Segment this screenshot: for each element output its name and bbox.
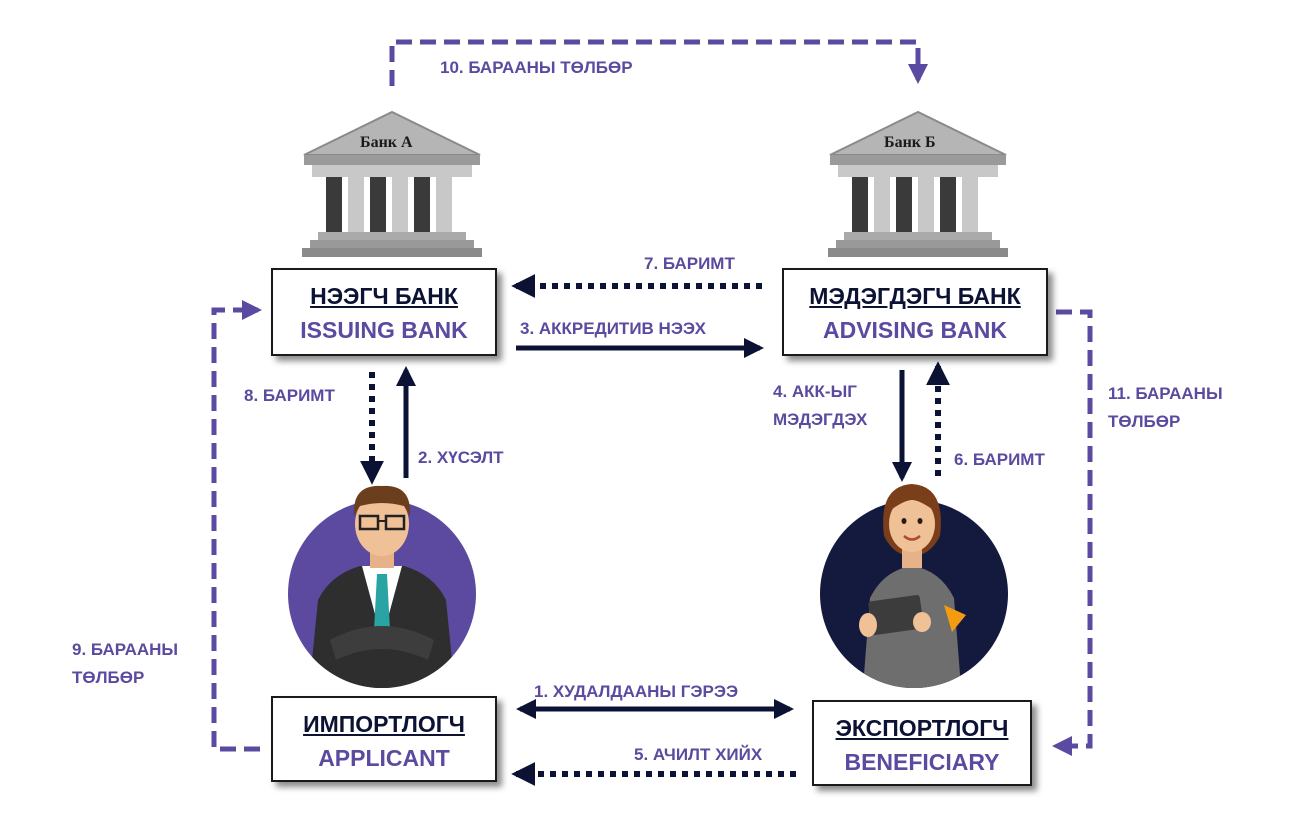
arrow-10-payment — [389, 39, 928, 86]
step-7-label: 7. БАРИМТ — [644, 254, 735, 273]
bank-b-sign: Банк Б — [884, 134, 936, 151]
step-6-label: 6. БАРИМТ — [954, 450, 1045, 469]
step-9-label-line2: ТӨЛБӨР — [72, 668, 145, 687]
applicant-mn-label: ИМПОРТЛОГЧ — [303, 711, 465, 737]
step-11-label-line2: ТӨЛБӨР — [1108, 412, 1181, 431]
step-5-label: 5. АЧИЛТ ХИЙХ — [634, 745, 763, 764]
beneficiary-en-label: BENEFICIARY — [844, 749, 1000, 775]
step-4-label-line1: 4. АКК-ЫГ — [773, 382, 857, 401]
step-4-label-line2: МЭДЭГДЭХ — [773, 410, 868, 429]
bank-b-building-icon — [828, 110, 1008, 257]
step-2-label: 2. ХҮСЭЛТ — [418, 448, 504, 467]
applicant-box: ИМПОРТЛОГЧ APPLICANT — [271, 696, 497, 782]
step-3-label: 3. АККРЕДИТИВ НЭЭХ — [520, 319, 706, 338]
advising-bank-box: МЭДЭГДЭГЧ БАНК ADVISING BANK — [782, 268, 1048, 356]
exporter-woman-avatar — [820, 484, 1008, 688]
beneficiary-box: ЭКСПОРТЛОГЧ BENEFICIARY — [812, 700, 1032, 786]
step-9-label-line1: 9. БАРААНЫ — [72, 640, 179, 659]
step-11-label-line1: 11. БАРААНЫ — [1108, 384, 1223, 403]
issuing-bank-en-label: ISSUING BANK — [300, 317, 468, 343]
step-1-label: 1. ХУДАЛДААНЫ ГЭРЭЭ — [534, 682, 739, 701]
arrow-9-payment — [211, 300, 262, 752]
beneficiary-mn-label: ЭКСПОРТЛОГЧ — [835, 715, 1009, 741]
arrow-11-payment — [1052, 309, 1093, 756]
importer-man-avatar — [288, 485, 476, 688]
issuing-bank-box: НЭЭГЧ БАНК ISSUING BANK — [271, 268, 497, 356]
issuing-bank-mn-label: НЭЭГЧ БАНК — [310, 283, 458, 309]
advising-bank-en-label: ADVISING BANK — [822, 317, 1007, 343]
applicant-en-label: APPLICANT — [318, 745, 450, 771]
step-8-label: 8. БАРИМТ — [244, 386, 335, 405]
bank-a-building-icon — [302, 110, 482, 257]
bank-a-sign: Банк А — [360, 134, 413, 151]
advising-bank-mn-label: МЭДЭГДЭГЧ БАНК — [809, 283, 1021, 309]
step-10-label: 10. БАРААНЫ ТӨЛБӨР — [440, 58, 633, 77]
